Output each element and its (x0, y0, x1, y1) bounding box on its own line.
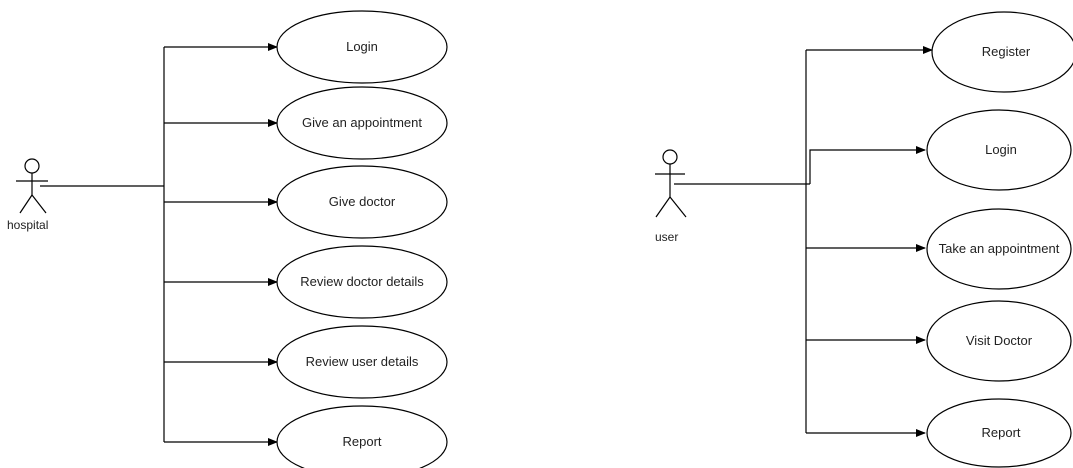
use-case-report: Report (926, 398, 1072, 468)
use-case-label: Login (346, 39, 378, 54)
use-case-give-an-appointment: Give an appointment (276, 86, 448, 160)
use-case-label: Give doctor (329, 194, 396, 209)
use-case-label: Login (985, 142, 1017, 157)
user-connectors (674, 46, 933, 437)
hospital-actor: hospital (7, 158, 48, 232)
stick-figure-icon (16, 158, 48, 214)
use-case-login: Login (926, 109, 1072, 191)
hospital-use-case-diagram: hospital Login Give an appointment Give … (7, 10, 448, 468)
arrow-login (809, 146, 926, 184)
use-case-label: Report (342, 434, 381, 449)
use-case-login: Login (276, 10, 448, 84)
use-case-label: Give an appointment (302, 115, 422, 130)
actor-label: hospital (7, 218, 48, 232)
hospital-connectors (40, 43, 278, 446)
stick-figure-icon (655, 149, 687, 218)
use-case-review-doctor-details: Review doctor details (276, 245, 448, 319)
use-case-label: Visit Doctor (966, 333, 1033, 348)
use-case-label: Report (981, 425, 1020, 440)
use-case-label: Review user details (306, 354, 419, 369)
use-case-label: Register (982, 44, 1031, 59)
user-actor: user (655, 149, 687, 244)
actor-label: user (655, 230, 678, 244)
use-case-report: Report (276, 405, 448, 468)
use-case-take-an-appointment: Take an appointment (926, 208, 1072, 290)
use-case-visit-doctor: Visit Doctor (926, 300, 1072, 382)
use-case-give-doctor: Give doctor (276, 165, 448, 239)
use-case-label: Review doctor details (300, 274, 424, 289)
user-use-case-diagram: user Register Login Take an appointment … (655, 11, 1073, 468)
use-case-review-user-details: Review user details (276, 325, 448, 399)
use-case-label: Take an appointment (939, 241, 1060, 256)
use-case-register: Register (931, 11, 1073, 93)
